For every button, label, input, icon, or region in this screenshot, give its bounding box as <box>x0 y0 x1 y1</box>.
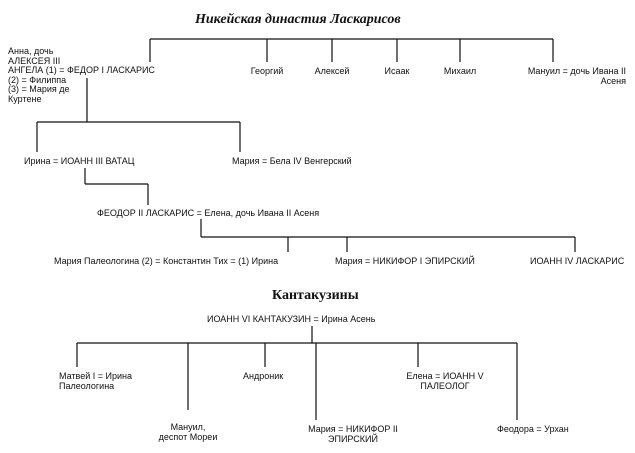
elena-node: Елена = ИОАНН V ПАЛЕОЛОГ <box>406 371 484 391</box>
john-vi-node: ИОАНН VI КАНТАКУЗИН = Ирина Асень <box>207 314 376 324</box>
maria-tikh-node: Мария Палеологина (2) = Константин Тих =… <box>54 256 279 266</box>
andronik-node: Андроник <box>243 371 284 381</box>
matthew-node: Матвей I = Ирина Палеологина <box>59 371 132 391</box>
theodore-i-node: Анна, дочь АЛЕКСЕЯ III АНГЕЛА (1) = ФЕДО… <box>8 46 155 104</box>
brother-node: Мануил = дочь Ивана II Асеня <box>527 66 626 86</box>
kantakuzin-title: Кантакузины <box>272 288 359 303</box>
brother-node: Алексей <box>314 66 350 76</box>
manuil-node: Мануил, деспот Мореи <box>158 422 218 442</box>
maria-bela-node: Мария = Бела IV Венгерский <box>232 156 352 166</box>
brother-node: Михаил <box>443 66 477 76</box>
laskaris-title: Никейская династия Ласкарисов <box>195 12 401 27</box>
brother-node: Георгий <box>250 66 284 76</box>
john-iv-node: ИОАНН IV ЛАСКАРИС <box>530 256 625 266</box>
irina-node: Ирина = ИОАНН III ВАТАЦ <box>24 156 135 166</box>
theodore-ii-node: ФЕОДОР II ЛАСКАРИС = Елена, дочь Ивана I… <box>97 208 320 218</box>
theodora-node: Феодора = Урхан <box>497 424 569 434</box>
brother-node: Исаак <box>384 66 410 76</box>
maria-nikifor-node: Мария = НИКИФОР I ЭПИРСКИЙ <box>335 256 475 266</box>
maria-nikifor-ii-node: Мария = НИКИФОР II ЭПИРСКИЙ <box>308 424 398 444</box>
